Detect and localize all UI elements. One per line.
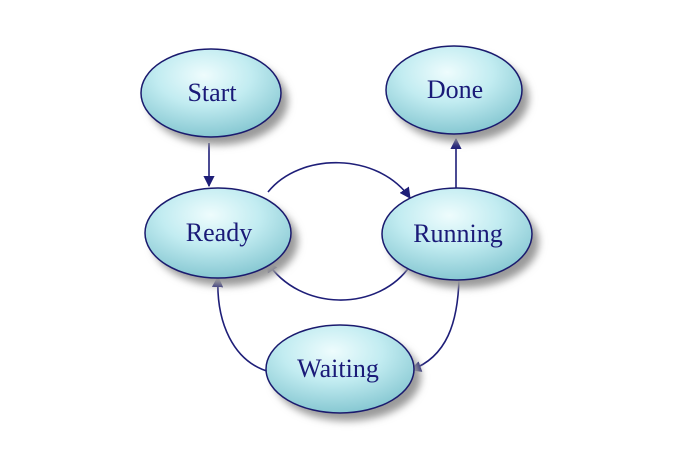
state-done-label: Done [427, 75, 483, 104]
state-running: Running [381, 187, 539, 288]
edge-ready-to-running [267, 161, 411, 199]
state-ready-label: Ready [186, 218, 252, 247]
state-ready-node [144, 187, 292, 279]
edge-running-to-waiting [409, 277, 460, 372]
state-done: Done [385, 45, 529, 142]
state-running-label: Running [413, 219, 503, 248]
state-start-node [140, 48, 282, 138]
edge-waiting-to-ready [211, 275, 271, 373]
transitions [203, 137, 462, 373]
state-waiting-label: Waiting [297, 354, 379, 383]
state-start: Start [140, 48, 288, 145]
state-waiting-node [265, 324, 415, 414]
state-start-label: Start [187, 78, 237, 107]
state-done-node [385, 45, 523, 135]
state-waiting: Waiting [265, 324, 421, 421]
state-running-node [381, 187, 533, 281]
state-ready: Ready [144, 187, 298, 286]
edge-running-to-ready [266, 261, 411, 301]
